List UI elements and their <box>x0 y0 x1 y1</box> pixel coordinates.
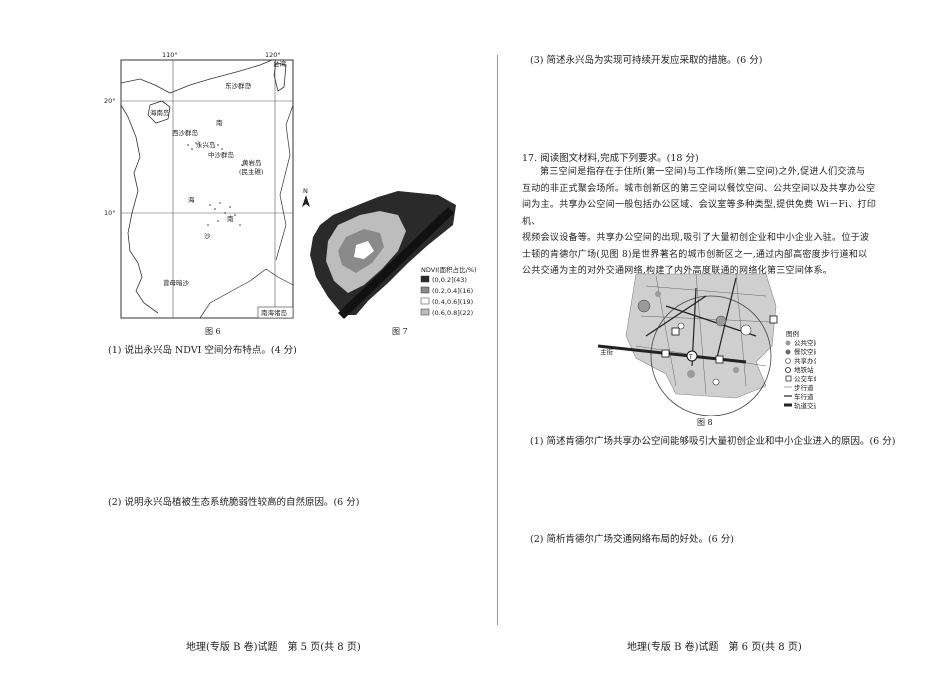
legend-public-space: 公共空间 <box>794 338 816 347</box>
legend-subway-station: 地铁站 <box>794 365 814 374</box>
island-dots <box>187 84 251 226</box>
page-divider <box>497 55 498 625</box>
legend-walkway: 步行道 <box>794 383 814 392</box>
question-17-2: (2) 简析肯德尔广场交通网络布局的好处。(6 分) <box>530 534 734 545</box>
space-markers <box>637 291 752 386</box>
label-taiwan: 台湾 <box>273 59 287 68</box>
label-zhongsha: 中沙群岛 <box>208 150 234 159</box>
question-3: (3) 简述永兴岛为实现可持续开发应采取的措施。(6 分) <box>530 55 763 66</box>
label-minzhu: (民主礁) <box>239 167 264 176</box>
label-hai: 海 <box>188 195 195 204</box>
material-line: 公共交通为主的对外交通网络,构建了内外高度联通的网络化第三空间体系。 <box>522 266 833 276</box>
map8-legend-title: 图例 <box>786 329 799 338</box>
question-2: (2) 说明永兴岛植被生态系统脆弱性较高的自然原因。(6 分) <box>108 497 360 508</box>
figure-7-caption: 图 7 <box>392 327 408 336</box>
label-sha: 沙 <box>204 232 211 240</box>
legend-rail: 轨道交通 <box>794 401 816 410</box>
runway-strip <box>338 207 454 319</box>
material-line: 第三空间是指存在于住所(第一空间)与工作场所(第二空间)之外,促进人们交流与 <box>540 167 866 177</box>
lat-20-label: 20° <box>104 97 116 105</box>
figure-8-caption: 图 8 <box>697 418 713 427</box>
svg-text:T: T <box>688 354 693 361</box>
question-1: (1) 说出永兴岛 NDVI 空间分布特点。(4 分) <box>108 345 297 356</box>
station-markers: T <box>661 315 778 364</box>
question-17-1: (1) 简述肯德尔广场共享办公空间能够吸引大量初创企业和中小企业进入的原因。(6… <box>530 436 896 447</box>
right-footer: 地理(专版 B 卷)试题 第 6 页(共 8 页) <box>627 642 802 653</box>
china-coastline <box>120 59 273 94</box>
map8-legend: 图例 公共空间 餐饮空间 共享办公空间 地铁站 公交车站 步行道 车行道 轨道交… <box>784 329 816 410</box>
label-inset: 南海诸岛 <box>261 308 287 317</box>
legend-coworking-space: 共享办公空间 <box>794 356 816 365</box>
left-footer: 地理(专版 B 卷)试题 第 5 页(共 8 页) <box>186 642 361 653</box>
ndvi-legend-item: (0.4,0.6](19) <box>432 298 473 306</box>
map-frame <box>120 59 294 319</box>
material-line: 士顿的肯德尔广场(见图 8)是世界著名的城市创新区之一,通过内部高密度步行道和以 <box>522 249 868 260</box>
yongxing-ndvi-map: N NDVI(面积占比/%) (0,0.2](43) (0.2,0.4](16)… <box>302 187 477 319</box>
ndvi-legend-item: (0,0.2](43) <box>432 276 467 284</box>
legend-roadway: 车行道 <box>794 392 814 401</box>
label-huangyan: 黄岩岛 <box>242 158 262 167</box>
label-xisha: 西沙群岛 <box>172 128 198 137</box>
figure-6-caption: 图 6 <box>205 327 221 336</box>
legend-dining-space: 餐饮空间 <box>794 347 816 356</box>
question-17-title: 17. 阅读图文材料,完成下列要求。(18 分) <box>522 153 699 164</box>
taiwan-island <box>273 62 287 92</box>
walking-radius-circle <box>650 295 772 416</box>
material-line: 视频会议设备等。共享办公空间的出现,吸引了大量初创企业和中小企业入驻。位于波 <box>522 233 870 243</box>
ndvi-legend-item: (0.6,0.8](22) <box>432 309 473 317</box>
lat-10-label: 10° <box>104 209 116 217</box>
label-yongxing: 永兴岛 <box>196 140 216 149</box>
ndvi-legend: (0,0.2](43) (0.2,0.4](16) (0.4,0.6](19) … <box>420 275 473 317</box>
main-street-label: 主街 <box>600 347 614 356</box>
label-zengmu: 曾母暗沙 <box>163 278 190 287</box>
borneo-coastline <box>199 268 294 319</box>
label-nansha: 南 <box>227 214 234 223</box>
q17-material: 第三空间是指存在于住所(第一空间)与工作场所(第二空间)之外,促进人们交流与 互… <box>522 164 884 280</box>
philippines-coastline <box>275 104 294 261</box>
ndvi-legend-item: (0.2,0.4](16) <box>432 287 473 295</box>
legend-bus-stop: 公交车站 <box>794 374 816 383</box>
lon-110-label: 110° <box>162 51 178 59</box>
kendall-square-map: T 主街 图例 公共空间 餐饮空间 共享办公空间 地铁站 公交车站 步行道 车行… <box>597 273 816 416</box>
indochina-coastline <box>120 104 159 314</box>
island-white-area <box>354 241 374 259</box>
lon-120-label: 120° <box>265 51 281 59</box>
label-hainan: 海南岛 <box>150 108 170 117</box>
label-nan: 南 <box>216 118 223 127</box>
inset-box <box>257 306 294 319</box>
material-line: 间为主。共享办公空间一般包括办公区域、会议室等多种类型,提供免费 Wi－Fi、打… <box>522 200 877 227</box>
north-label: N <box>303 187 308 195</box>
north-arrow-icon <box>302 195 310 207</box>
south-china-sea-map: 110° 120° 20° 10° 台湾 东沙群岛 海南岛 南 西沙群岛 永兴岛… <box>104 51 294 319</box>
material-line: 互动的非正式聚会场所。城市创新区的第三空间以餐饮空间、公共空间以及共享办公空 <box>522 183 876 194</box>
label-dongsha: 东沙群岛 <box>225 81 251 90</box>
ndvi-legend-title: NDVI(面积占比/%) <box>421 265 477 274</box>
hainan-island <box>147 100 171 124</box>
